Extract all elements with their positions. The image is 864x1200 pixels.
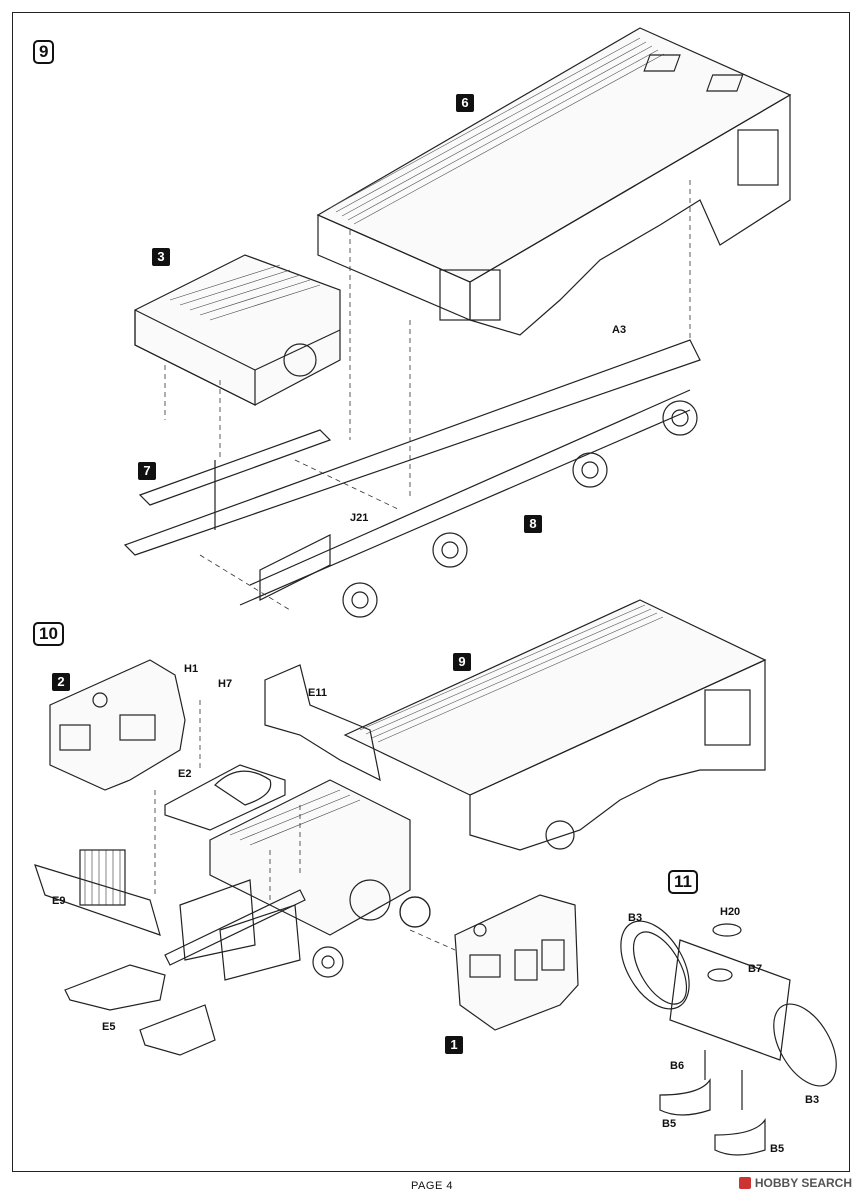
page-number: PAGE 4 bbox=[411, 1180, 453, 1192]
grille-e9-drawing bbox=[34, 849, 161, 936]
step-9-badge: 9 bbox=[33, 40, 55, 64]
watermark-logo-icon bbox=[738, 1177, 751, 1189]
part-label-h1: H1 bbox=[184, 663, 199, 675]
part-label-e11: E11 bbox=[308, 687, 327, 699]
subassembly-8-marker: 8 bbox=[524, 515, 542, 533]
engine-cover-drawing bbox=[134, 254, 341, 406]
part-label-j21: J21 bbox=[350, 512, 369, 524]
subassembly-7-marker: 7 bbox=[138, 462, 156, 480]
panel-e11-drawing bbox=[264, 664, 381, 782]
instruction-sheet bbox=[12, 12, 850, 1172]
tank-drawing bbox=[620, 920, 837, 1156]
part-label-h20: H20 bbox=[720, 906, 741, 918]
fender-e5-drawing bbox=[64, 964, 166, 1011]
part-label-b3-bottom: B3 bbox=[805, 1094, 820, 1106]
part-label-b7: B7 bbox=[748, 963, 763, 975]
part-label-b6: B6 bbox=[670, 1060, 685, 1072]
part-label-h7: H7 bbox=[218, 678, 233, 690]
watermark: HOBBY SEARCH bbox=[738, 1176, 852, 1190]
subassembly-1-marker: 1 bbox=[445, 1036, 463, 1054]
subassembly-9-marker: 9 bbox=[453, 653, 471, 671]
subassembly-3-marker: 3 bbox=[152, 248, 170, 266]
step-10-badge: 10 bbox=[33, 622, 64, 646]
step10-upper-body-drawing bbox=[343, 599, 767, 851]
part-label-e5: E5 bbox=[102, 1021, 116, 1033]
subassembly-6-marker: 6 bbox=[456, 94, 474, 112]
part-label-b5-top: B5 bbox=[662, 1118, 677, 1130]
part-label-b5-bottom: B5 bbox=[770, 1143, 785, 1155]
step-11-badge: 11 bbox=[668, 870, 698, 894]
chassis-drawing bbox=[123, 180, 701, 618]
part-label-e2: E2 bbox=[178, 768, 192, 780]
subassembly-2-marker: 2 bbox=[52, 673, 70, 691]
part-label-b3-top: B3 bbox=[628, 912, 643, 924]
front-chassis-drawing bbox=[64, 879, 431, 1056]
part-label-e9: E9 bbox=[52, 895, 66, 907]
upper-body-drawing bbox=[316, 27, 792, 336]
cab-rear-drawing bbox=[49, 659, 186, 791]
part-label-a3: A3 bbox=[612, 324, 627, 336]
cab-front-drawing bbox=[454, 894, 579, 1031]
watermark-text: HOBBY SEARCH bbox=[754, 1176, 852, 1190]
seat-e2-drawing bbox=[164, 764, 286, 831]
